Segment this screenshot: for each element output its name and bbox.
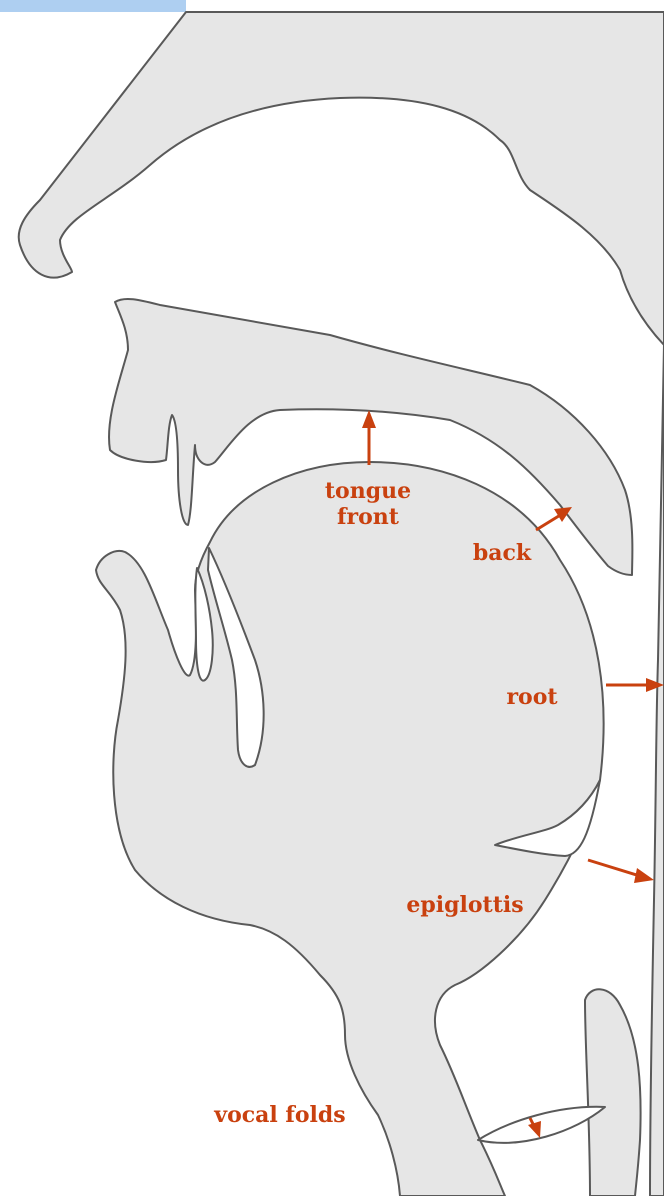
label-vocal-folds: vocal folds: [190, 1102, 370, 1128]
arrow-epiglottis: [588, 860, 654, 883]
arrow-tongue-front: [362, 410, 376, 465]
label-tongue-front-line2: front: [305, 504, 431, 530]
arrow-vocal-folds: [528, 1118, 541, 1138]
label-tongue-front: tongue front: [305, 478, 431, 530]
label-back: back: [462, 540, 542, 566]
label-epiglottis: epiglottis: [385, 892, 545, 918]
label-tongue-front-line1: tongue: [305, 478, 431, 504]
label-root: root: [492, 684, 572, 710]
arrow-back: [536, 507, 572, 530]
arrow-root: [606, 678, 664, 692]
